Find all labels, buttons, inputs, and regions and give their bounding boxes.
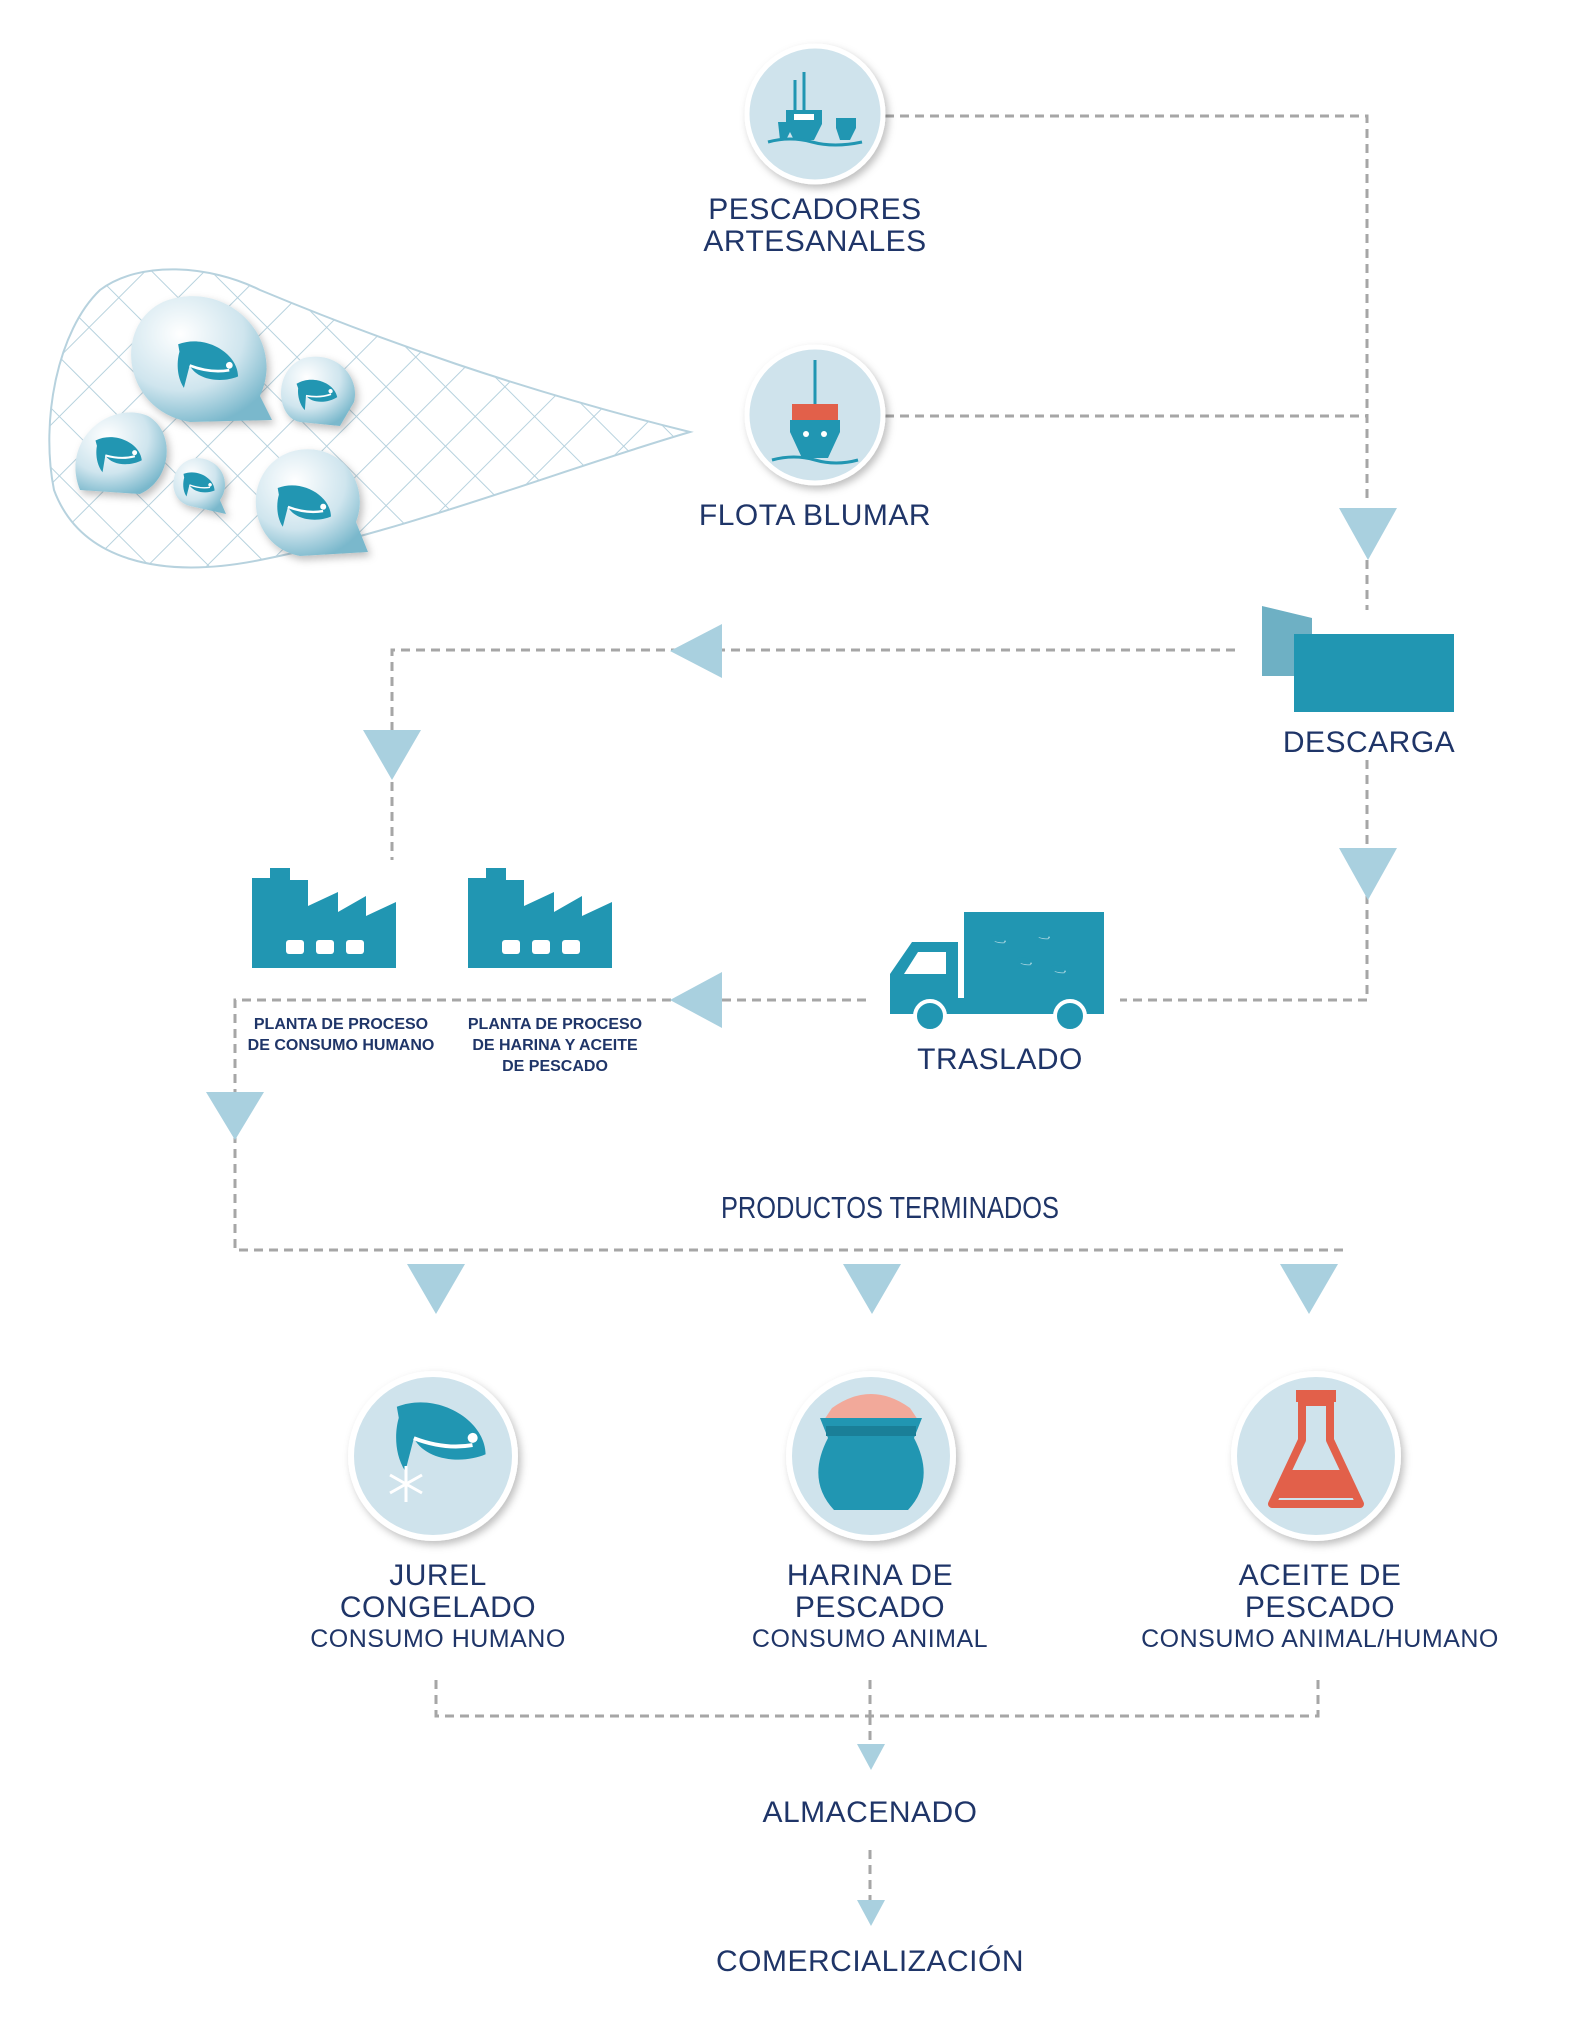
planta-consumo-line1: PLANTA DE PROCESO — [253, 1016, 429, 1033]
factory-icon — [252, 868, 396, 968]
fish-bubble-bottom — [255, 449, 368, 556]
jurel-line1: JUREL — [389, 1559, 487, 1592]
harina-line2: PESCADO — [794, 1591, 946, 1624]
pescadores-line2: ARTESANALES — [703, 225, 927, 258]
arrow-down-almacenado — [857, 1744, 885, 1770]
jurel-sub: CONSUMO HUMANO — [310, 1625, 566, 1653]
almacenado-label: ALMACENADO — [762, 1796, 978, 1829]
harina-label: HARINA DE PESCADO CONSUMO ANIMAL — [700, 1560, 1040, 1654]
arrow-down-traslado — [1339, 848, 1397, 900]
frozen-fish-icon — [348, 1371, 518, 1541]
arrow-down-comercializacion — [857, 1900, 885, 1926]
planta-consumo-line2: DE CONSUMO HUMANO — [247, 1037, 435, 1054]
aceite-line1: ACEITE DE — [1238, 1559, 1402, 1592]
descarga-label: DESCARGA — [1282, 726, 1456, 759]
fish-bubble-small-top — [281, 356, 355, 426]
fish-bubble-left — [75, 412, 167, 494]
arrow-down-harina — [843, 1264, 901, 1314]
connector-products-join — [434, 1680, 1320, 1718]
fish-bubble-large — [131, 296, 272, 422]
harina-sub: CONSUMO ANIMAL — [751, 1625, 989, 1653]
connector-descarga-planta — [390, 648, 1235, 860]
flota-label: FLOTA BLUMAR — [698, 499, 932, 532]
flow-arrows — [206, 508, 1397, 1926]
fishing-boats-icon — [744, 43, 886, 185]
arrow-down-productos — [206, 1092, 264, 1140]
arrow-down-aceite — [1280, 1264, 1338, 1314]
productos-terminados-title: PRODUCTOS TERMINADOS — [720, 1190, 1060, 1225]
pescadores-label: PESCADORES ARTESANALES — [665, 194, 965, 258]
truck-icon — [890, 912, 1104, 1033]
unloading-hopper-icon — [1262, 606, 1454, 712]
connector-descarga-traslado — [1120, 760, 1369, 1002]
arrow-down-descarga — [1339, 508, 1397, 560]
aceite-label: ACEITE DE PESCADO CONSUMO ANIMAL/HUMANO — [1120, 1560, 1520, 1654]
jurel-line2: CONGELADO — [339, 1591, 537, 1624]
planta-harina-line2: DE HARINA Y ACEITE — [472, 1037, 638, 1054]
oil-flask-icon — [1231, 1371, 1401, 1541]
fishing-net-illustration — [48, 268, 694, 569]
meal-sack-icon — [786, 1371, 956, 1541]
traslado-label: TRASLADO — [917, 1043, 1083, 1076]
fish-bubble-tiny — [173, 458, 226, 514]
planta-harina-line3: DE PESCADO — [502, 1058, 608, 1075]
comercializacion-label: COMERCIALIZACIÓN — [715, 1945, 1025, 1978]
planta-consumo-label: PLANTA DE PROCESO DE CONSUMO HUMANO — [234, 1014, 448, 1056]
arrow-left-traslado — [670, 972, 722, 1028]
arrow-down-jurel — [407, 1264, 465, 1314]
aceite-line2: PESCADO — [1244, 1591, 1396, 1624]
arrow-down-planta — [363, 730, 421, 780]
pescadores-line1: PESCADORES — [708, 193, 922, 226]
planta-harina-line1: PLANTA DE PROCESO — [467, 1016, 643, 1033]
arrow-left-planta — [670, 624, 722, 678]
harina-line1: HARINA DE — [786, 1559, 954, 1592]
jurel-label: JUREL CONGELADO CONSUMO HUMANO — [273, 1560, 603, 1654]
connector-pescadores-descarga — [885, 114, 1369, 500]
factory-icon — [468, 868, 612, 968]
planta-harina-label: PLANTA DE PROCESO DE HARINA Y ACEITE DE … — [448, 1014, 662, 1077]
trawler-ship-icon — [744, 344, 886, 486]
aceite-sub: CONSUMO ANIMAL/HUMANO — [1141, 1625, 1499, 1653]
